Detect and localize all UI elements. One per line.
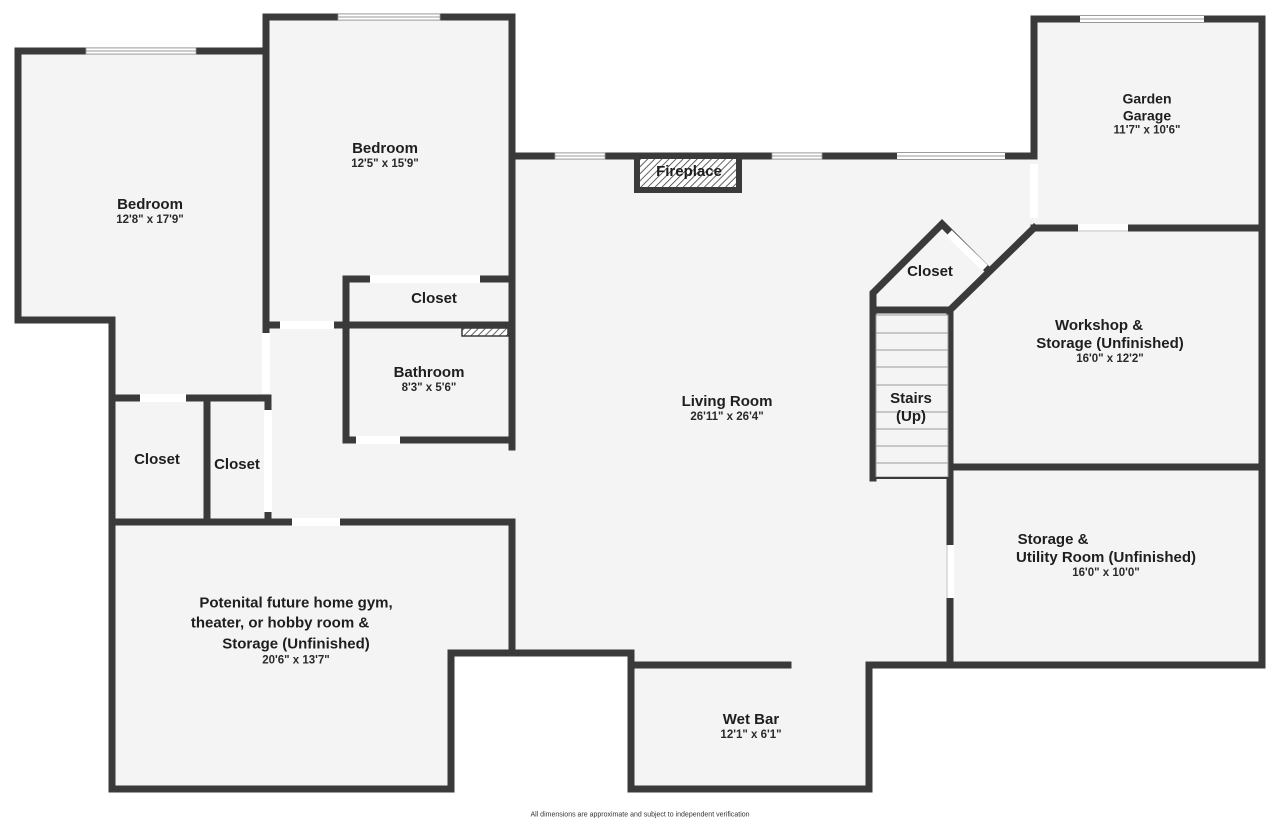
floor-bedroom-mid (266, 17, 512, 325)
utility-line2: Utility Room (Unfinished) (1016, 549, 1196, 567)
room-name: Bathroom (393, 364, 465, 382)
floor-main (266, 156, 1034, 789)
room-name: Living Room (681, 393, 773, 411)
garage-line1: Garden (1122, 90, 1172, 107)
room-name: Garden Garage (1114, 90, 1181, 124)
floor-closets-left (112, 398, 268, 522)
label-garden-garage: Garden Garage 11'7" x 10'6" (1114, 90, 1181, 137)
label-stairs: Stairs (Up) (890, 390, 932, 426)
room-dims: 12'1" x 6'1" (720, 729, 782, 742)
label-gym: Potenital future home gym, theater, or h… (191, 594, 393, 669)
room-name: Bedroom (117, 196, 183, 214)
label-closet-left-b: Closet (214, 456, 260, 474)
room-name: Closet (134, 451, 180, 468)
label-bedroom-left: Bedroom 12'8" x 17'9" (116, 196, 184, 228)
room-dims: 12'5" x 15'9" (351, 158, 419, 171)
label-utility: Storage & Utility Room (Unfinished) 16'0… (1016, 531, 1196, 581)
fireplace-box (634, 153, 742, 193)
room-name: Stairs (Up) (890, 390, 932, 426)
floor-bedroom-left (18, 51, 266, 398)
windows (85, 13, 1204, 160)
room-name: Potenital future home gym, theater, or h… (191, 594, 393, 655)
floor-gym (112, 522, 512, 789)
room-dims: 8'3" x 5'6" (401, 382, 457, 395)
garage-line2: Garage (1122, 107, 1172, 124)
window-bedroom-mid (337, 13, 441, 21)
window-living-1 (554, 152, 606, 160)
room-dims: 20'6" x 13'7" (262, 654, 330, 667)
floor-fill (18, 17, 1262, 789)
gym-line2: theater, or hobby room & (190, 614, 370, 632)
room-name: Workshop & Storage (Unfinished) (1036, 317, 1184, 353)
bathroom-vanity (461, 327, 509, 337)
workshop-line1: Workshop & (1054, 317, 1144, 335)
label-workshop: Workshop & Storage (Unfinished) 16'0" x … (1036, 317, 1184, 367)
room-name: Fireplace (656, 163, 722, 180)
wall-gym-top (108, 518, 516, 657)
room-name: Storage & Utility Room (Unfinished) (1016, 531, 1196, 567)
opening-stair-closet (946, 230, 988, 271)
window-living-2 (771, 152, 823, 160)
gym-line1: Potenital future home gym, (199, 594, 393, 612)
room-dims: 16'0" x 10'0" (1072, 567, 1140, 580)
room-name: Closet (907, 263, 953, 280)
floor-garage (1034, 19, 1262, 228)
workshop-line2: Storage (Unfinished) (1036, 335, 1184, 353)
gym-line3: Storage (Unfinished) (222, 635, 370, 653)
room-dims: 12'8" x 17'9" (116, 214, 184, 227)
label-closet-left-a: Closet (134, 451, 180, 469)
stairs-line1: Stairs (890, 390, 932, 407)
label-closet-mid: Closet (411, 290, 457, 308)
utility-line1: Storage & (1017, 531, 1089, 549)
floor-utility (950, 467, 1262, 665)
window-bedroom-left (85, 47, 197, 55)
window-garage (1080, 16, 1204, 22)
room-name: Bedroom (352, 140, 418, 158)
room-name: Closet (214, 456, 260, 473)
room-dims: 16'0" x 12'2" (1076, 353, 1144, 366)
room-dims: 11'7" x 10'6" (1113, 123, 1181, 136)
window-living-3 (897, 153, 1005, 159)
label-fireplace: Fireplace (656, 163, 722, 181)
openings (140, 164, 1128, 598)
room-name: Closet (411, 290, 457, 307)
stairs-line2: (Up) (895, 408, 926, 425)
opening-edges (946, 230, 1128, 598)
label-wet-bar: Wet Bar 12'1" x 6'1" (720, 711, 781, 743)
label-bathroom: Bathroom 8'3" x 5'6" (394, 364, 465, 396)
room-dims: 26'11" x 26'4" (690, 411, 764, 424)
stairs-treads (875, 314, 949, 478)
label-closet-stair: Closet (907, 263, 953, 281)
label-living-room: Living Room 26'11" x 26'4" (682, 393, 773, 425)
floor-workshop (950, 228, 1262, 467)
room-name: Wet Bar (722, 711, 780, 729)
disclaimer-footnote: All dimensions are approximate and subje… (530, 811, 750, 819)
label-bedroom-mid: Bedroom 12'5" x 15'9" (351, 140, 419, 172)
